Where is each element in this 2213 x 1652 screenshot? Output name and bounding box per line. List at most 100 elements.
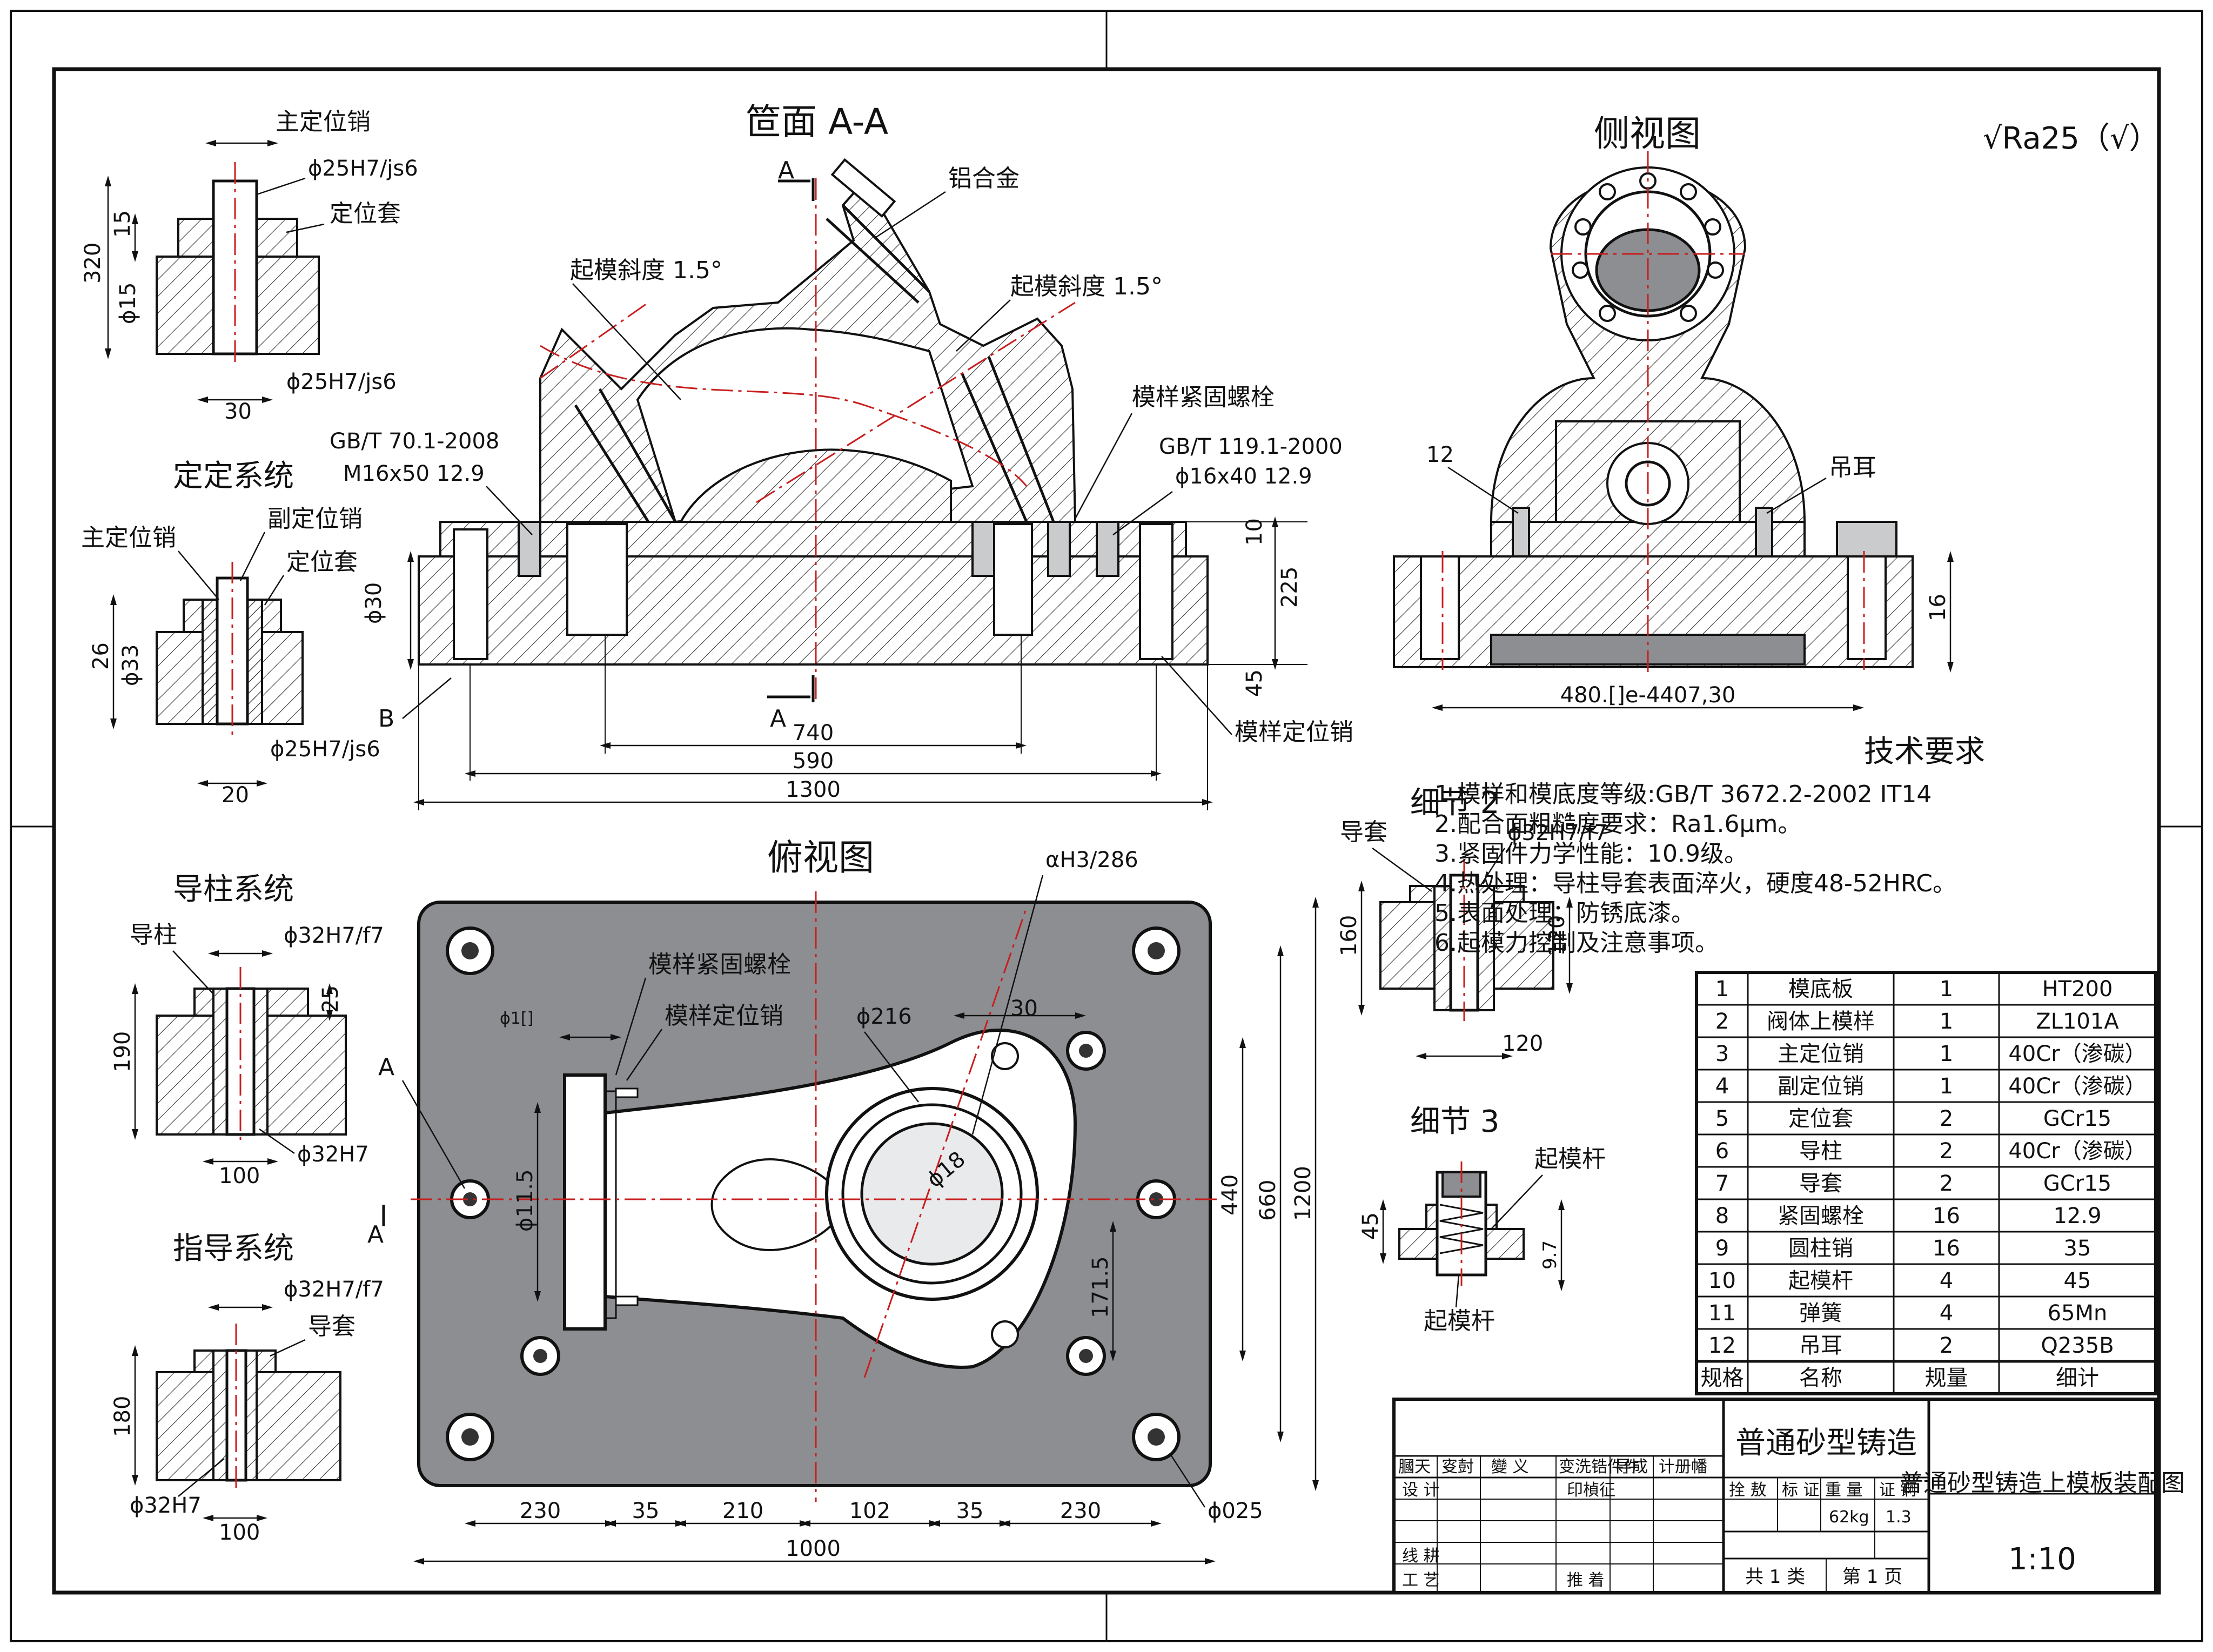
plan-dim-h-5: 230 (1060, 1499, 1101, 1523)
tb-weight: 62kg (1829, 1508, 1869, 1527)
side-label-12: 12 (1426, 442, 1454, 467)
label-draft-left: 起模斜度 1.5° (570, 257, 722, 284)
sheet-border (10, 10, 2203, 1642)
loc-title: 定定系统 (173, 459, 294, 494)
detail3-rod-top: 起模杆 (1534, 1145, 1606, 1173)
pilot-w100: 100 (219, 1520, 260, 1545)
bom-cell: 1 (1940, 977, 1953, 1002)
detail2-title: 细节 2 (1410, 785, 1499, 821)
bom-cell: 7 (1715, 1171, 1729, 1196)
plan-view-title: 俯视图 (767, 837, 874, 878)
bom-cell: 11 (1708, 1301, 1736, 1326)
tb-r1-5: 计册幡 (1659, 1458, 1707, 1476)
bom-cell: 定位套 (1788, 1106, 1853, 1131)
side-view: 侧视图 √Ra25（√） 12 吊耳 16 480.[]e-4407 (1393, 113, 2160, 711)
bom-cell: 模底板 (1788, 977, 1853, 1002)
plan-h660: 660 (1256, 1180, 1280, 1221)
section-view-aa: 笸面 A-A A A B 铝合金 (330, 101, 1353, 810)
loc-h26: 26 (89, 642, 113, 670)
label-draft-right: 起模斜度 1.5° (1010, 273, 1163, 300)
mp-d15: ϕ15 (116, 283, 140, 324)
plan-tol: αH3/286 (1045, 848, 1138, 872)
tech-title: 技术要求 (1864, 734, 1985, 769)
pilot-h180: 180 (110, 1396, 135, 1437)
guide-fit: ϕ32H7/f7 (284, 923, 384, 948)
dim-10: 10 (1242, 518, 1267, 546)
bom-cell: 3 (1715, 1042, 1729, 1066)
label-locating-pin: 模样定位销 (1235, 718, 1353, 746)
loc-main-pin: 主定位销 (81, 524, 176, 552)
side-dim-bottom: 480.[]e-4407,30 (1560, 683, 1736, 708)
bom-cell: 35 (2064, 1236, 2091, 1261)
bom-cell: 1 (1715, 977, 1729, 1002)
tb-sheet-no: 第 1 页 (1842, 1566, 1902, 1588)
plan-section-mark-a-arrow: A (367, 1221, 384, 1248)
bom-cell: GCr15 (2043, 1106, 2111, 1131)
guide-bush: ϕ32H7 (297, 1142, 369, 1167)
bom-cell: 4 (1715, 1074, 1729, 1099)
bom-cell: ZL101A (2036, 1009, 2119, 1034)
tb-stage-0: 拴 敖 (1729, 1481, 1767, 1500)
label-std-right-1: GB/T 119.1-2000 (1159, 434, 1343, 459)
bom-header: 细计 (2056, 1366, 2099, 1391)
tech-requirements: 技术要求 1.模样和模底度等级:GB/T 3672.2-2002 IT14 2.… (1434, 734, 1985, 957)
bom-cell: 圆柱销 (1788, 1236, 1853, 1261)
bom-cell: 16 (1933, 1204, 1960, 1228)
bom-cell: 导套 (1799, 1171, 1842, 1196)
tech-item-1: 2.配合面粗糙度要求：Ra1.6μm。 (1434, 810, 1801, 838)
title-block: 普通砂型铸造 普通砂型铸造上模板装配图 1:10 膕天 叜尌 變 义 变洗锆件件… (1392, 1398, 2185, 1594)
plan-d216: ϕ216 (856, 1004, 912, 1029)
bom-cell: HT200 (2042, 977, 2113, 1002)
detail2-sleeve: 导套 (1340, 818, 1387, 846)
bom-header: 规格 (1701, 1366, 1744, 1391)
tb-sheets: 共 1 类 (1745, 1566, 1805, 1588)
tb-r1-1: 叜尌 (1441, 1458, 1474, 1476)
tb-stage-3: 证 锕 (1879, 1481, 1917, 1500)
bom-cell: 9 (1715, 1236, 1729, 1261)
plan-h1200: 1200 (1291, 1166, 1316, 1221)
guide-system: 导柱系统 导柱 ϕ32H7/f7 25 190 100 ϕ32H7 (110, 872, 384, 1188)
plan-dims-horizontal: 230 35 210 102 35 230 1000 (413, 1499, 1216, 1564)
bom-cell: 40Cr（渗碳） (2008, 1074, 2146, 1099)
side-view-title: 侧视图 (1594, 113, 1701, 155)
bom-cell: 4 (1940, 1268, 1953, 1293)
detail2-h120: 120 (1545, 915, 1570, 956)
detail3-h97: 9.7 (1539, 1240, 1561, 1270)
side-dim-16: 16 (1926, 594, 1950, 621)
tb-process: 普通砂型铸造 (1735, 1426, 1917, 1461)
mp-h15: 15 (110, 210, 135, 238)
bom-cell: 12 (1708, 1333, 1736, 1358)
bom-cell: 起模杆 (1788, 1268, 1853, 1293)
label-std-left-1: GB/T 70.1-2008 (330, 429, 499, 454)
plan-bolt-label: 模样紧固螺栓 (648, 951, 791, 978)
plan-w30: 30 (1010, 996, 1038, 1021)
bom-cell: GCr15 (2043, 1171, 2111, 1196)
tb-r1-0: 膕天 (1398, 1458, 1431, 1476)
bom-cell: 1 (1940, 1042, 1953, 1066)
detail2-h160: 160 (1337, 915, 1362, 956)
pilot-fit: ϕ32H7/f7 (284, 1277, 384, 1302)
detail2-fit: ϕ32H7/f7 (1507, 821, 1608, 845)
bom-cell: 2 (1940, 1106, 1953, 1131)
dim-phi30: ϕ30 (361, 582, 386, 624)
detail3-rod-bot: 起模杆 (1424, 1307, 1495, 1335)
bom-cell: 12.9 (2053, 1204, 2101, 1228)
bom-cell: 65Mn (2048, 1301, 2108, 1326)
loc-fit: ϕ25H7/js6 (270, 737, 380, 762)
plan-dim-total: 1000 (786, 1536, 841, 1561)
main-pin-detail: 主定位销 ϕ25H7/js6 定位套 15 320 ϕ15 ϕ25H7/js6 … (81, 108, 418, 424)
detail-2: 细节 2 导套 ϕ32H7/f7 160 120 120 (1337, 785, 1608, 1059)
base-plate (418, 555, 1209, 666)
label-fastening-bolt: 模样紧固螺栓 (1132, 384, 1275, 411)
bom-cell: 2 (1715, 1009, 1729, 1034)
bom-header: 名称 (1799, 1366, 1842, 1391)
bom-header: 规量 (1925, 1366, 1968, 1391)
tech-item-4: 5.表面处理：防锈底漆。 (1434, 899, 1695, 927)
bom-cell: 2 (1940, 1171, 1953, 1196)
bom-cell: 6 (1715, 1139, 1729, 1164)
bom-cell: 紧固螺栓 (1778, 1204, 1864, 1228)
tech-item-3: 4.热处理：导柱导套表面淬火，硬度48-52HRC。 (1434, 870, 1956, 897)
loc-d33: ϕ33 (118, 644, 143, 686)
tb-stage-2: 重 量 (1825, 1481, 1863, 1500)
